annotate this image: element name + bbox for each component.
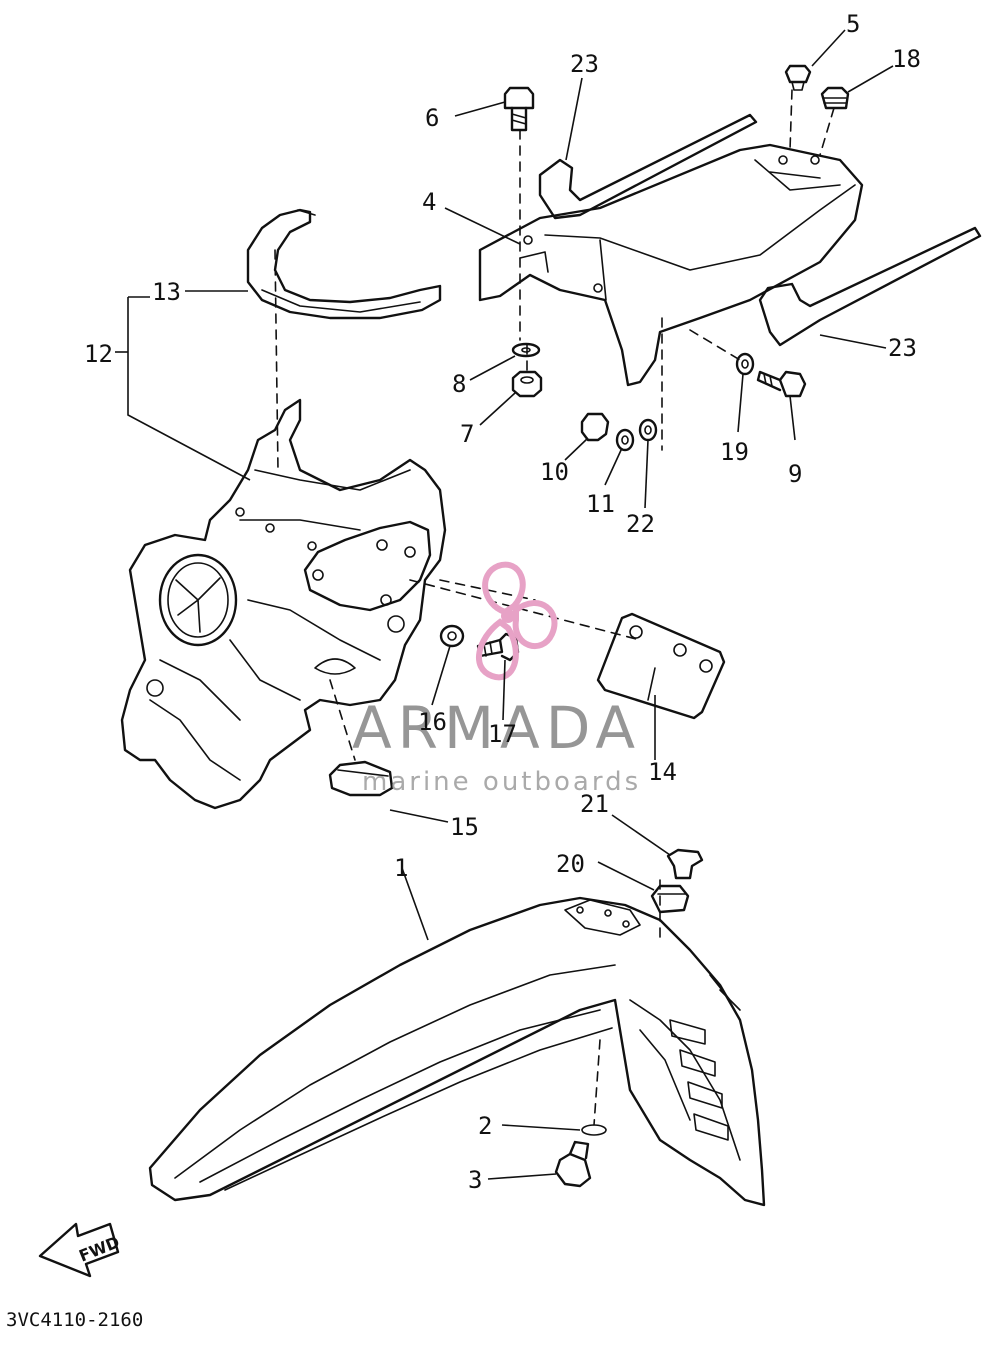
- watermark: ARMADA marine outboards: [352, 561, 641, 797]
- callout-1: 1: [394, 854, 408, 882]
- callout-14: 14: [648, 758, 677, 786]
- callout-12: 12: [84, 340, 113, 368]
- callout-7: 7: [460, 420, 474, 448]
- watermark-brand: ARMADA: [352, 694, 641, 762]
- callout-13: 13: [152, 278, 181, 306]
- callout-19: 19: [720, 438, 749, 466]
- callout-22: 22: [626, 510, 655, 538]
- diagram-code: 3VC4110-2160: [6, 1309, 143, 1331]
- headlight-body: [120, 208, 641, 810]
- callout-11: 11: [586, 490, 615, 518]
- callout-15: 15: [450, 813, 479, 841]
- callout-2: 2: [478, 1112, 492, 1140]
- front-fender: [148, 879, 766, 1207]
- rear-flap-assembly: [478, 113, 982, 387]
- fwd-arrow: FWD: [38, 1222, 122, 1278]
- callout-8: 8: [452, 370, 466, 398]
- callout-21: 21: [580, 790, 609, 818]
- fwd-label: FWD: [76, 1232, 122, 1265]
- callout-23-right: 23: [888, 334, 917, 362]
- watermark-tagline: marine outboards: [362, 767, 641, 797]
- callout-labels: 5 18 23 6 4 13 12 23 8 7 10 11 22 19 9 1…: [84, 10, 921, 1194]
- callout-23-top: 23: [570, 50, 599, 78]
- callout-17: 17: [488, 720, 517, 748]
- callout-10: 10: [540, 458, 569, 486]
- callout-3: 3: [468, 1166, 482, 1194]
- callout-4: 4: [422, 188, 436, 216]
- callout-20: 20: [556, 850, 585, 878]
- callout-6: 6: [425, 104, 439, 132]
- callout-16: 16: [418, 708, 447, 736]
- callout-18: 18: [892, 45, 921, 73]
- callout-9: 9: [788, 460, 802, 488]
- callout-5: 5: [846, 10, 860, 38]
- fender-mount-parts: [650, 848, 704, 914]
- fastener-group-top: [503, 64, 850, 452]
- leader-lines: [115, 29, 894, 1180]
- propeller-logo-icon: [475, 561, 558, 681]
